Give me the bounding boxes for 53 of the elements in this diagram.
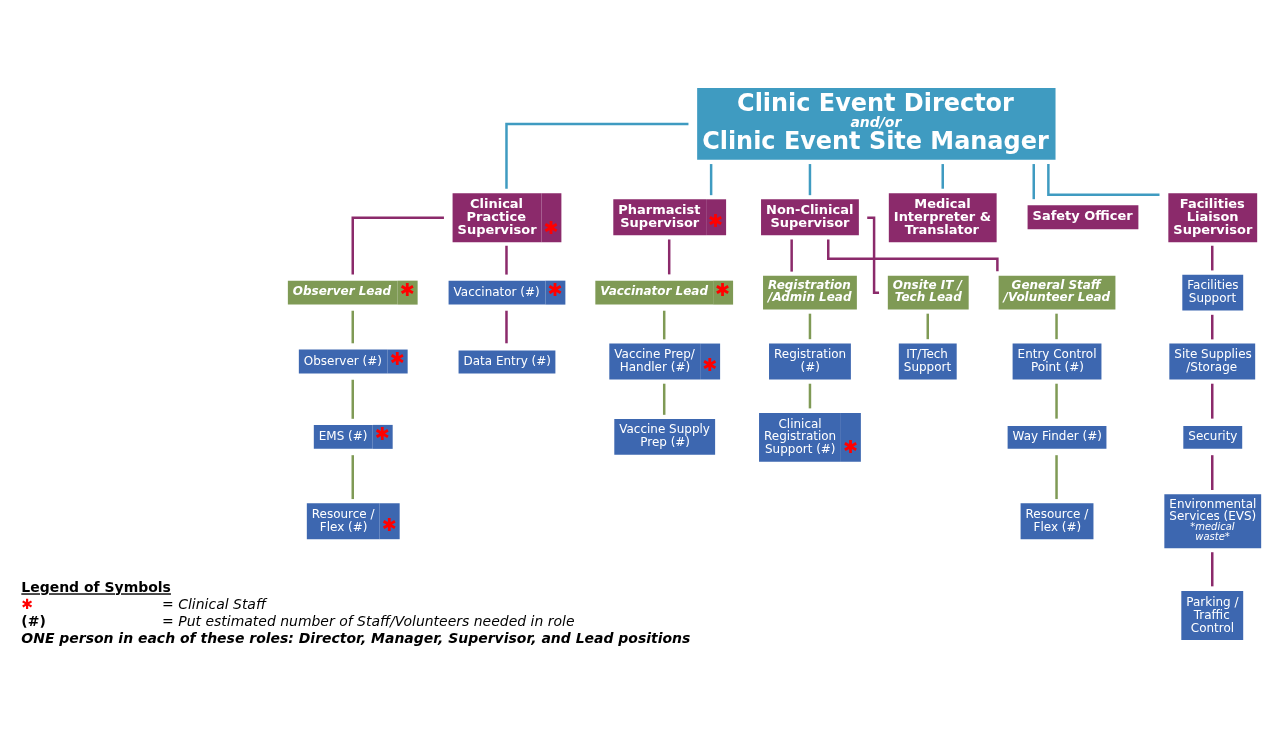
connector	[1055, 454, 1058, 499]
connector	[808, 163, 812, 195]
connector	[351, 379, 354, 419]
connector	[1211, 454, 1214, 490]
connector	[1211, 314, 1214, 339]
connector	[667, 238, 671, 274]
connector	[808, 313, 812, 339]
label: = Clinical Staff	[162, 595, 267, 612]
node-box: Facilities Support	[1182, 274, 1244, 311]
node-box: Non-Clinical Supervisor	[761, 198, 859, 235]
node-box: Vaccine Supply Prep (#)	[614, 418, 716, 455]
connector	[662, 310, 666, 339]
node-box: Environmental Services (EVS) *medical waste*	[1164, 493, 1262, 548]
connector	[351, 310, 354, 343]
node-box: Resource / Flex (#)	[1020, 502, 1094, 539]
node-box: Data Entry (#)	[458, 350, 556, 373]
label: ✱	[21, 595, 34, 612]
connector	[1211, 383, 1214, 419]
connector	[709, 163, 713, 195]
connector	[662, 383, 666, 415]
node-box: Way Finder (#)	[1007, 425, 1107, 449]
connector	[505, 245, 508, 275]
connector	[1032, 163, 1035, 199]
node-box: IT/Tech Support	[898, 343, 957, 379]
node-box: Registration /Admin Lead	[763, 275, 857, 310]
node-box: Safety Officer	[1027, 204, 1139, 229]
connector	[1047, 163, 1160, 196]
node-box: Medical Interpreter & Translator	[888, 192, 997, 242]
node-box: Facilities Liaison Supervisor	[1168, 192, 1258, 242]
label: (#)	[21, 612, 46, 629]
connector	[1211, 551, 1214, 586]
connector	[926, 313, 929, 339]
connector	[941, 163, 944, 189]
connector	[1055, 313, 1058, 339]
connector	[351, 216, 444, 274]
connector	[505, 310, 508, 343]
label: Legend of Symbols	[21, 578, 171, 595]
connector	[351, 454, 354, 499]
node-box: Parking / Traffic Control	[1181, 590, 1244, 640]
connector	[808, 383, 812, 408]
node-box: Registration (#)	[769, 343, 851, 379]
node-box: Onsite IT / Tech Lead	[887, 275, 969, 310]
node-box: General Staff /Volunteer Lead	[998, 275, 1116, 310]
node-box: Entry Control Point (#)	[1012, 343, 1102, 379]
node-box: Security	[1183, 425, 1243, 449]
node-box: Clinic Event Director and/or Clinic Event Site Manager	[697, 87, 1056, 160]
connector	[1211, 245, 1214, 270]
label: = Put estimated number of Staff/Volunteers needed in role	[162, 612, 575, 629]
connector	[1055, 383, 1058, 419]
connector	[505, 122, 689, 189]
connector	[790, 238, 793, 272]
label: ONE person in each of these roles: Director, Manager, Supervisor, and Lead positions	[21, 629, 691, 646]
node-box: Site Supplies /Storage	[1169, 343, 1256, 379]
